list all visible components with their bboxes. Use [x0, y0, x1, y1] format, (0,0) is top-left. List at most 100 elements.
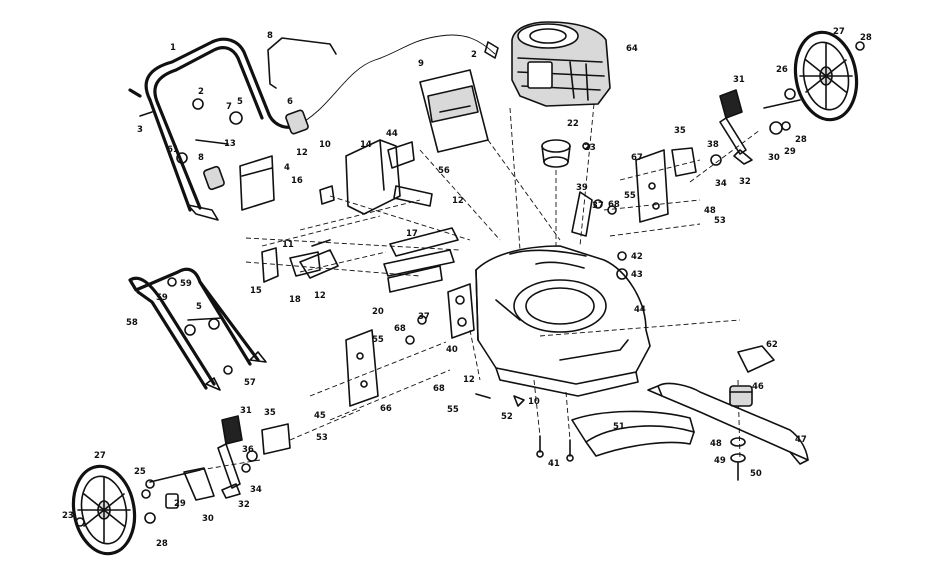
throttle-cable [295, 34, 499, 127]
callout-34b: 34 [250, 485, 262, 495]
front-bolts [536, 435, 574, 462]
callout-62: 62 [766, 340, 778, 350]
callout-68b: 68 [394, 324, 406, 334]
callout-42: 42 [631, 252, 643, 262]
wheel-bracket-right [635, 147, 697, 223]
callout-10a: 10 [319, 140, 331, 150]
callout-35b: 35 [264, 408, 276, 418]
front-wheel-left [71, 464, 137, 556]
callout-30a: 30 [768, 153, 780, 163]
callout-68a: 68 [608, 200, 620, 210]
callout-50: 50 [750, 469, 762, 479]
callout-67: 67 [631, 153, 643, 163]
callout-31a: 31 [733, 75, 745, 85]
callout-56: 56 [438, 166, 450, 176]
callout-12d: 12 [463, 375, 475, 385]
callout-5a: 5 [237, 97, 243, 107]
callout-3: 3 [137, 125, 143, 135]
callout-34a: 34 [715, 179, 727, 189]
rear-wheel-right [793, 30, 859, 122]
callout-59a: 59 [156, 293, 168, 303]
engine [511, 21, 611, 107]
callout-labels: 1 8 2 64 27 28 2 7 5 6 3 9 22 23 26 31 6… [62, 27, 872, 549]
callout-8: 8 [267, 31, 273, 41]
callout-8b: 8 [198, 153, 204, 163]
callout-61: 61 [167, 145, 179, 155]
callout-16: 16 [291, 176, 303, 186]
callout-37a: 37 [592, 201, 604, 211]
callout-6: 6 [287, 97, 293, 107]
callout-58: 58 [126, 318, 138, 328]
callout-39: 39 [576, 183, 588, 193]
rear-axle-right-hardware [763, 41, 865, 135]
callout-36: 36 [242, 445, 254, 455]
callout-48a: 48 [704, 206, 716, 216]
callout-28a: 28 [860, 33, 872, 43]
callout-1: 1 [170, 43, 176, 53]
callout-13: 13 [224, 139, 236, 149]
callout-53b: 53 [316, 433, 328, 443]
handle-hardware-upper [139, 98, 309, 191]
callout-31b: 31 [240, 406, 252, 416]
callout-29b: 29 [174, 499, 186, 509]
callout-9: 9 [418, 59, 424, 69]
callout-55a: 55 [624, 191, 636, 201]
callout-29a: 29 [784, 147, 796, 157]
callout-46: 46 [752, 382, 764, 392]
callout-37b: 37 [418, 312, 430, 322]
callout-15: 15 [250, 286, 262, 296]
mower-deck [475, 245, 651, 397]
callout-20: 20 [372, 307, 384, 317]
callout-59b: 59 [180, 279, 192, 289]
callout-64: 64 [626, 44, 638, 54]
callout-12b: 12 [452, 196, 464, 206]
callout-55b: 55 [372, 335, 384, 345]
callout-4: 4 [284, 163, 290, 173]
callout-17: 17 [406, 229, 418, 239]
callout-23: 23 [584, 143, 596, 153]
assembly-guide-lines-upper [245, 103, 761, 277]
callout-27b: 27 [94, 451, 106, 461]
hinge-brackets [261, 185, 339, 283]
callout-25: 25 [134, 467, 146, 477]
callout-52: 52 [501, 412, 513, 422]
callout-7: 7 [226, 102, 232, 112]
callout-38: 38 [707, 140, 719, 150]
callout-51: 51 [613, 422, 625, 432]
callout-48b: 48 [710, 439, 722, 449]
callout-68c: 68 [433, 384, 445, 394]
side-discharge-deflector [571, 410, 695, 457]
callout-2a: 2 [471, 50, 477, 60]
rear-door-panel [239, 155, 275, 211]
wheel-bracket-left [345, 329, 379, 407]
height-adjuster-left [217, 415, 291, 499]
callout-57: 57 [244, 378, 256, 388]
callout-28b: 28 [795, 135, 807, 145]
lower-handle [128, 267, 267, 391]
callout-32b: 32 [238, 500, 250, 510]
callout-41: 41 [548, 459, 560, 469]
deck-front-bracket [447, 283, 475, 339]
small-hardware [405, 142, 628, 407]
front-axle-left-hardware [75, 467, 215, 527]
callout-2b: 2 [198, 87, 204, 97]
lower-handle-hardware [167, 277, 233, 375]
callout-40: 40 [446, 345, 458, 355]
callout-30b: 30 [202, 514, 214, 524]
control-bar [267, 37, 337, 89]
callout-43: 43 [631, 270, 643, 280]
callout-26a: 26 [776, 65, 788, 75]
callout-18: 18 [289, 295, 301, 305]
callout-32a: 32 [739, 177, 751, 187]
callout-66: 66 [380, 404, 392, 414]
upper-handle [128, 37, 298, 221]
callout-23b: 23 [62, 511, 74, 521]
callout-49: 49 [714, 456, 726, 466]
mower-blade [647, 382, 809, 465]
callout-22: 22 [567, 119, 579, 129]
blade-bolt-hardware [730, 437, 746, 481]
callout-27a: 27 [833, 27, 845, 37]
callout-5b: 5 [196, 302, 202, 312]
callout-12c: 12 [314, 291, 326, 301]
blade-adapter [729, 345, 775, 407]
